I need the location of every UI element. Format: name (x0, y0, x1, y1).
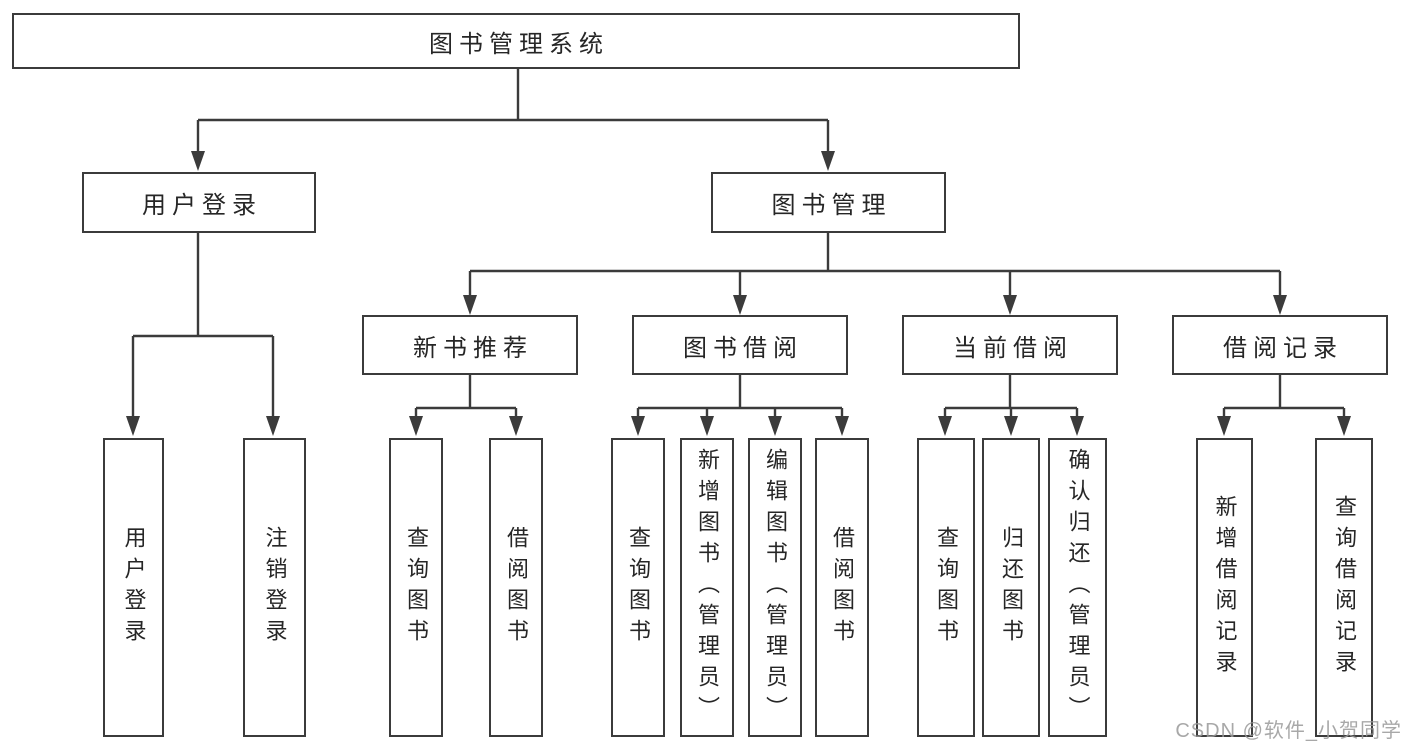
node-label: 归还图书 (999, 525, 1024, 650)
node-current-borrowing: 当前借阅 (902, 315, 1118, 375)
node-label: 查询借阅记录 (1332, 494, 1357, 681)
node-root: 图书管理系统 (12, 13, 1020, 69)
tree-connector-path (131, 233, 275, 420)
node-label: 查询图书 (626, 525, 651, 650)
node-leaf-recommend-query-books: 查询图书 (389, 438, 443, 737)
tree-connector-path (196, 68, 830, 156)
node-label: 借阅记录 (1223, 334, 1343, 362)
node-leaf-return-books: 归还图书 (982, 438, 1040, 737)
node-leaf-add-borrow-record: 新增借阅记录 (1196, 438, 1253, 737)
node-label: 借阅图书 (504, 525, 529, 650)
node-leaf-borrowing-borrow-books: 借阅图书 (815, 438, 869, 737)
node-user-login: 用户登录 (82, 172, 316, 233)
node-label: 查询图书 (934, 525, 959, 650)
node-new-book-recommend: 新书推荐 (362, 315, 578, 375)
tree-connector-path (468, 233, 1282, 299)
node-borrowing-records: 借阅记录 (1172, 315, 1388, 375)
tree-connector-path (1222, 375, 1346, 421)
node-book-borrowing: 图书借阅 (632, 315, 848, 375)
node-label: 用户登录 (142, 192, 262, 219)
node-label: 确认归还（管理员） (1065, 448, 1091, 727)
node-label: 借阅图书 (830, 525, 855, 650)
node-label: 当前借阅 (953, 334, 1073, 362)
node-leaf-confirm-return-admin: 确认归还（管理员） (1048, 438, 1107, 737)
tree-connector-path (414, 375, 518, 421)
tree-connector-path (636, 375, 844, 421)
node-label: 编辑图书（管理员） (763, 448, 788, 727)
tree-connector-path (943, 375, 1079, 421)
node-leaf-borrowing-query-books: 查询图书 (611, 438, 665, 737)
node-leaf-current-query-books: 查询图书 (917, 438, 975, 737)
node-label: 新增图书（管理员） (695, 448, 720, 727)
node-leaf-add-books-admin: 新增图书（管理员） (680, 438, 734, 737)
node-label: 用户登录 (121, 525, 147, 650)
node-label: 图书管理系统 (429, 30, 609, 58)
node-leaf-recommend-borrow-books: 借阅图书 (489, 438, 543, 737)
node-leaf-logout: 注销登录 (243, 438, 306, 737)
node-label: 图书管理 (771, 192, 892, 219)
node-label: 注销登录 (262, 525, 288, 650)
node-label: 查询图书 (404, 525, 429, 650)
node-leaf-edit-books-admin: 编辑图书（管理员） (748, 438, 802, 737)
node-leaf-query-borrow-record: 查询借阅记录 (1315, 438, 1373, 737)
node-label: 新书推荐 (413, 334, 533, 362)
csdn-watermark: CSDN @软件_小贺同学 (1175, 720, 1402, 742)
node-leaf-login: 用户登录 (103, 438, 164, 737)
node-label: 新增借阅记录 (1212, 494, 1238, 681)
node-label: 图书借阅 (683, 334, 803, 362)
node-book-management: 图书管理 (711, 172, 946, 233)
